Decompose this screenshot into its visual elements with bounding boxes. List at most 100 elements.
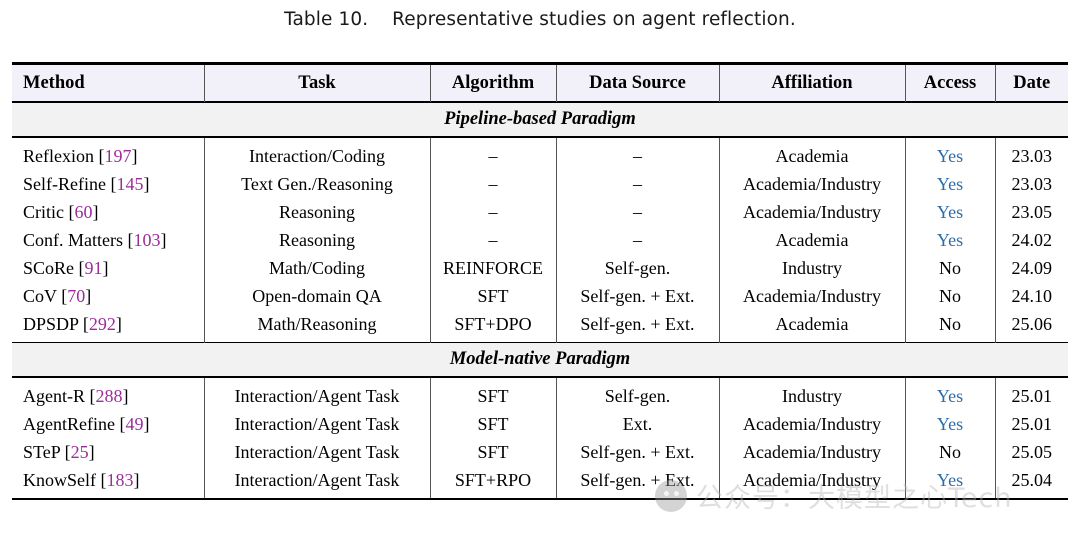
cell-affiliation: Academia/Industry: [718, 282, 905, 310]
cell-task: Text Gen./Reasoning: [203, 170, 430, 198]
method-name: Self-Refine: [23, 173, 106, 194]
citation-link[interactable]: 197: [104, 145, 132, 166]
cell-access: No: [904, 254, 995, 282]
cell-algorithm: SFT: [429, 438, 556, 466]
cell-method: Self-Refine [145]: [23, 173, 150, 194]
citation-link[interactable]: 60: [74, 201, 93, 222]
cell-affiliation: Academia: [718, 310, 905, 343]
citation-link[interactable]: 49: [125, 413, 144, 434]
cell-affiliation: Academia/Industry: [718, 438, 905, 466]
table-rule-cell: [12, 101, 1068, 103]
table-rule: [12, 136, 1068, 138]
cell-data_source: –: [555, 198, 719, 226]
cell-algorithm: –: [429, 198, 556, 226]
cell-data_source: Self-gen. + Ext.: [555, 282, 719, 310]
cell-date: 23.03: [994, 137, 1068, 170]
cell-date: 23.03: [994, 170, 1068, 198]
table-rule: [12, 62, 1068, 65]
caption-text: Representative studies on agent reflecti…: [392, 9, 796, 30]
citation-link[interactable]: 183: [106, 469, 134, 490]
method-name: DPSDP: [23, 313, 79, 334]
citation-link[interactable]: 292: [88, 313, 116, 334]
cell-task: Interaction/Agent Task: [203, 438, 430, 466]
cell-method: STeP [25]: [23, 441, 95, 462]
table-rule: [12, 342, 1068, 343]
cell-task: Math/Coding: [203, 254, 430, 282]
cell-algorithm: SFT+RPO: [429, 466, 556, 499]
table-rule-cell: [12, 62, 1068, 65]
cell-affiliation: Academia/Industry: [718, 198, 905, 226]
cell-date: 24.09: [994, 254, 1068, 282]
method-name: SCoRe: [23, 257, 75, 278]
cell-affiliation: Academia/Industry: [718, 410, 905, 438]
cell-date: 25.01: [994, 410, 1068, 438]
section-title: Pipeline-based Paradigm: [444, 109, 636, 129]
citation-link[interactable]: 288: [95, 385, 123, 406]
citation-link[interactable]: 103: [133, 229, 161, 250]
table-caption: Table 10. Representative studies on agen…: [0, 0, 1080, 30]
cell-method: Conf. Matters [103]: [23, 229, 167, 250]
access-value: No: [939, 257, 961, 278]
cell-algorithm: –: [429, 137, 556, 170]
cell-access: Yes: [904, 198, 995, 226]
cell-data_source: Self-gen. + Ext.: [555, 310, 719, 343]
table-rule: [12, 376, 1068, 378]
cell-access: No: [904, 438, 995, 466]
cell-method: AgentRefine [49]: [23, 413, 150, 434]
citation-link[interactable]: 25: [70, 441, 89, 462]
citation-link[interactable]: 91: [84, 257, 103, 278]
method-name: Reflexion: [23, 145, 94, 166]
method-name: KnowSelf: [23, 469, 96, 490]
section-title: Model-native Paradigm: [449, 349, 631, 369]
citation-link[interactable]: 70: [67, 285, 86, 306]
access-value: Yes: [936, 385, 964, 406]
cell-affiliation: Academia/Industry: [718, 170, 905, 198]
column-header-task: Task: [203, 64, 430, 102]
cell-access: Yes: [904, 466, 995, 499]
access-value: Yes: [936, 201, 964, 222]
cell-access: Yes: [904, 377, 995, 410]
method-name: Critic: [23, 201, 64, 222]
column-header-date: Date: [994, 64, 1068, 102]
cell-method: DPSDP [292]: [23, 313, 122, 334]
column-header-data_source: Data Source: [555, 64, 719, 102]
cell-task: Reasoning: [203, 226, 430, 254]
table-row: Self-Refine [145]Text Gen./Reasoning––Ac…: [12, 170, 1068, 198]
cell-algorithm: SFT: [429, 377, 556, 410]
access-value: Yes: [936, 229, 964, 250]
column-header-access: Access: [904, 64, 995, 102]
cell-access: Yes: [904, 170, 995, 198]
method-name: AgentRefine: [23, 413, 115, 434]
cell-method: Agent-R [288]: [23, 385, 129, 406]
table-rule-cell: [12, 498, 1068, 501]
access-value: No: [939, 313, 961, 334]
cell-method: Reflexion [197]: [23, 145, 138, 166]
cell-data_source: Self-gen. + Ext.: [555, 466, 719, 499]
access-value: Yes: [936, 145, 964, 166]
cell-date: 25.05: [994, 438, 1068, 466]
cell-data_source: –: [555, 137, 719, 170]
column-header-algorithm: Algorithm: [429, 64, 556, 102]
cell-affiliation: Academia: [718, 137, 905, 170]
citation-link[interactable]: 145: [116, 173, 144, 194]
cell-algorithm: REINFORCE: [429, 254, 556, 282]
cell-access: No: [904, 310, 995, 343]
cell-access: Yes: [904, 226, 995, 254]
access-value: No: [939, 285, 961, 306]
cell-data_source: Self-gen.: [555, 254, 719, 282]
access-value: No: [939, 441, 961, 462]
cell-task: Open-domain QA: [203, 282, 430, 310]
cell-date: 24.02: [994, 226, 1068, 254]
